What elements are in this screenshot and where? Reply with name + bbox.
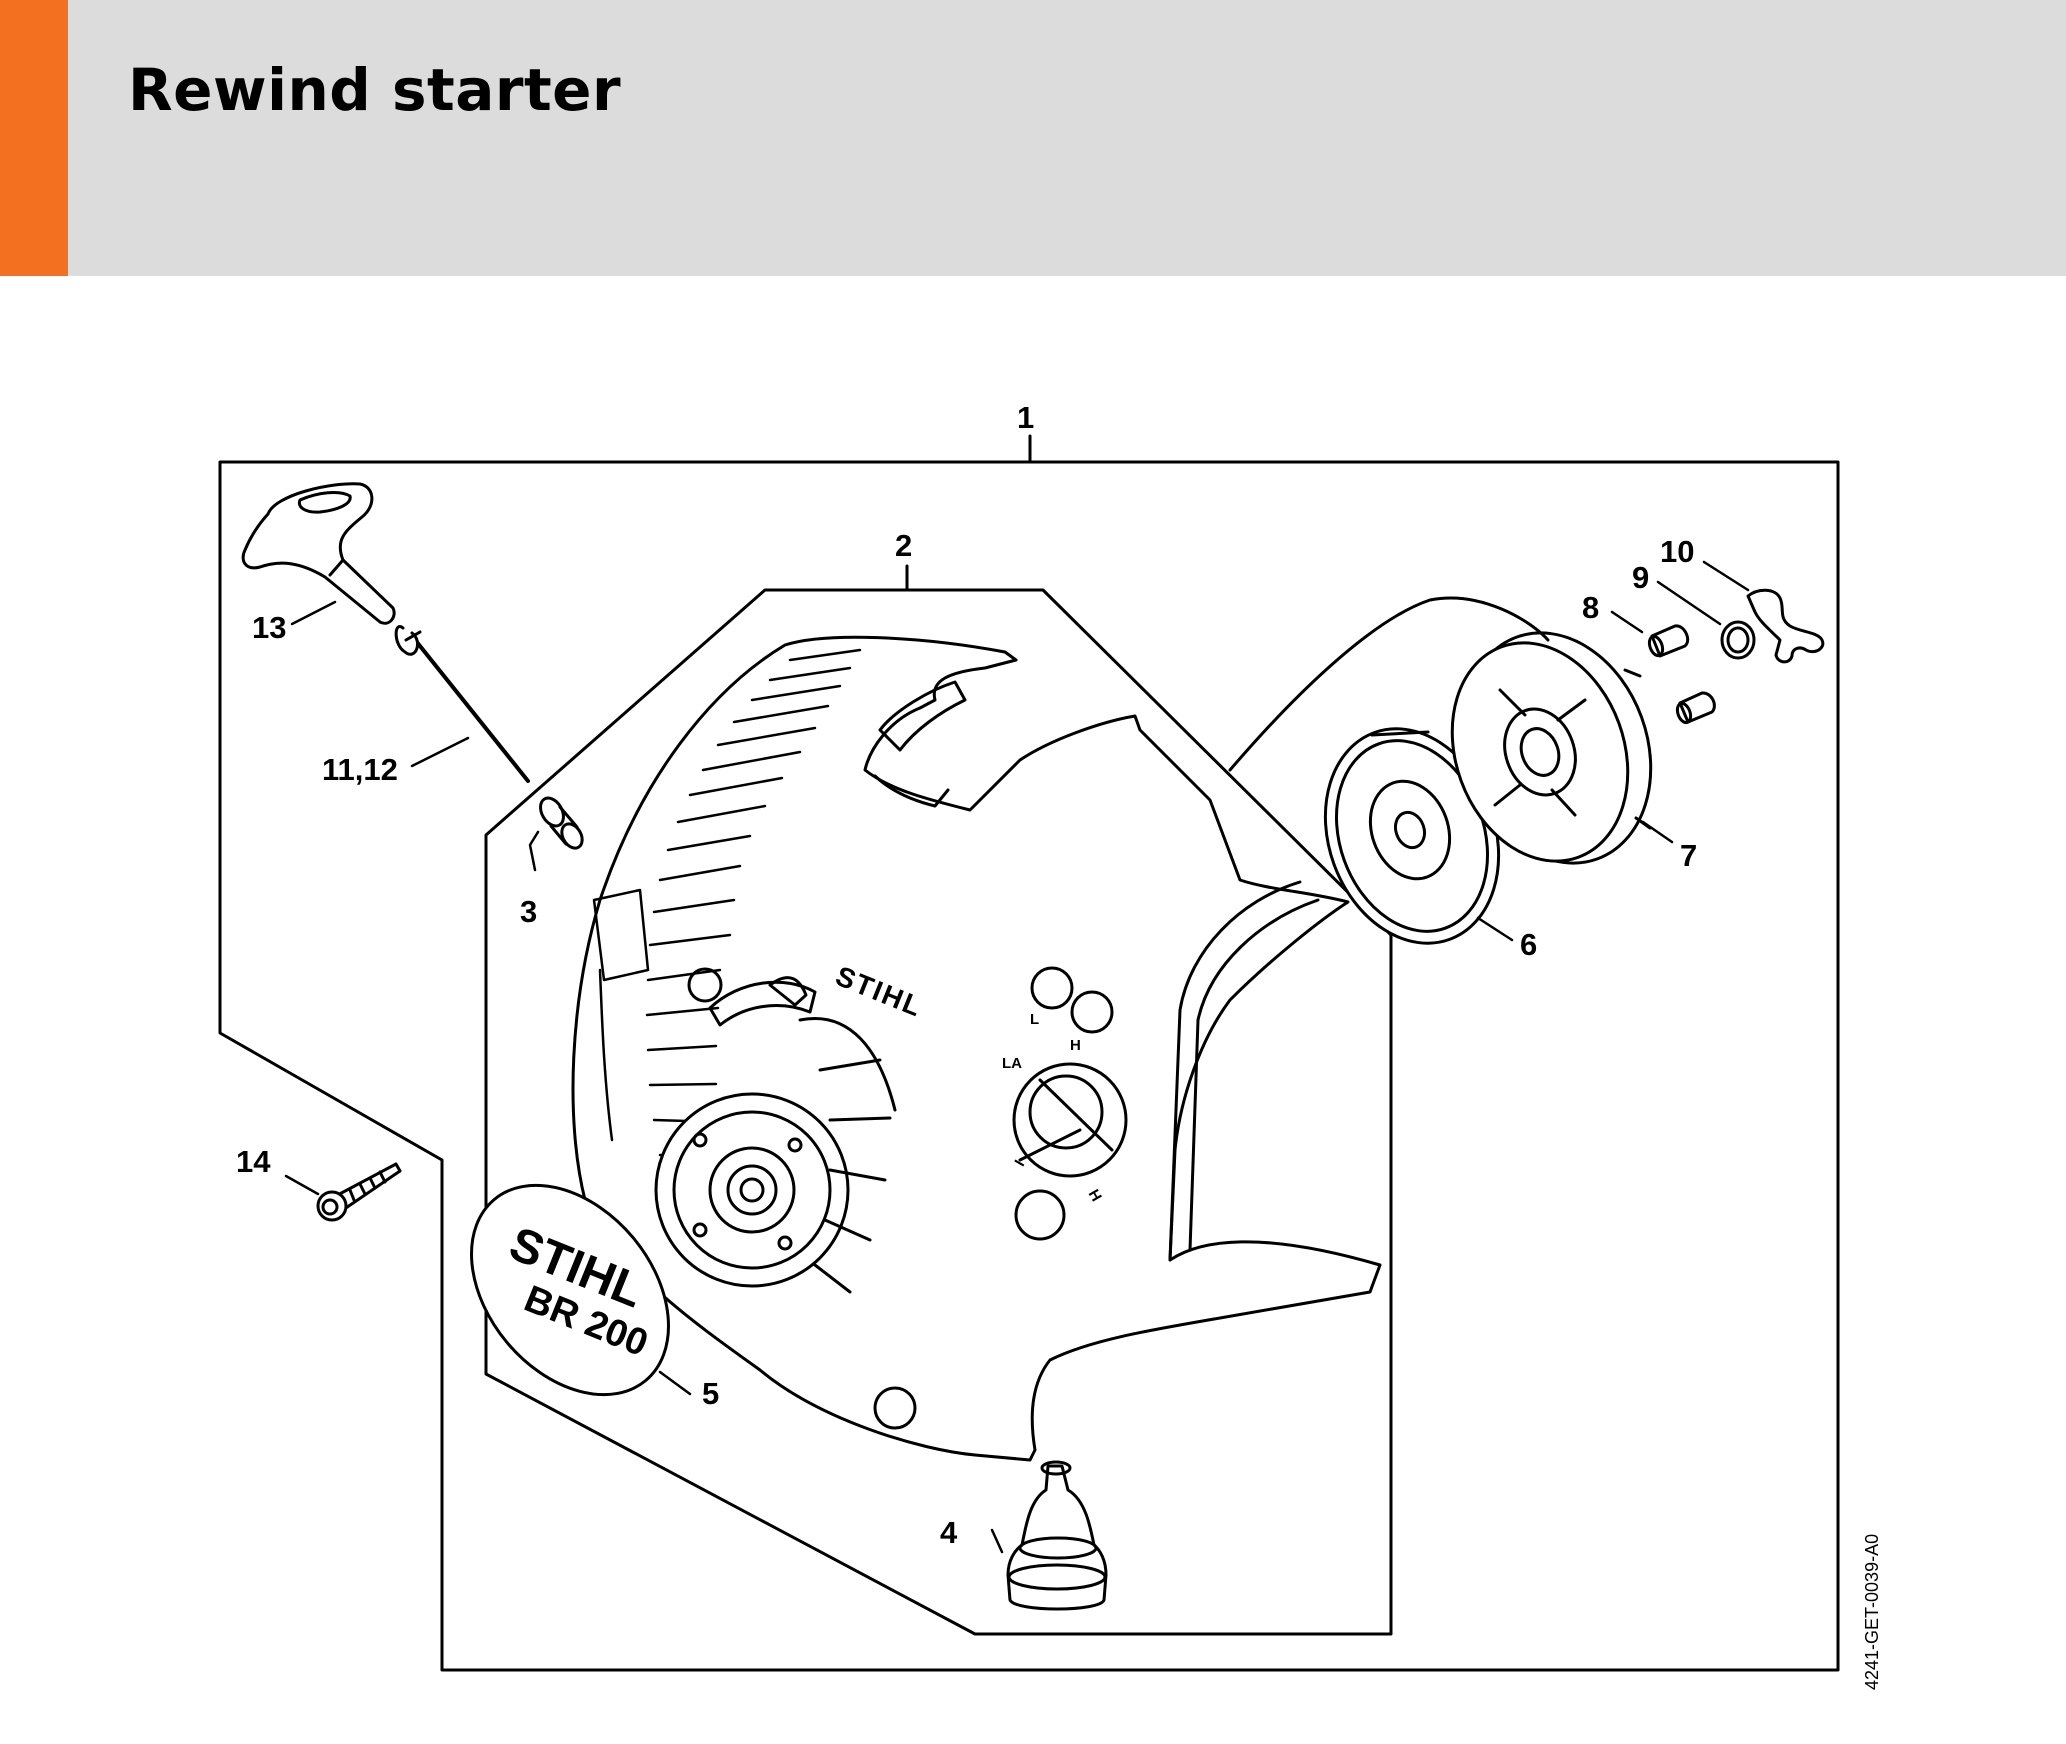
model-badge bbox=[470, 1183, 670, 1397]
header-bar bbox=[0, 0, 2066, 276]
rope-guide-bushing bbox=[539, 796, 584, 850]
part-label-4: 4 bbox=[940, 1515, 958, 1550]
grommet bbox=[1006, 1460, 1108, 1611]
fan-housing bbox=[571, 635, 1382, 1462]
part-label-11-12: 11,12 bbox=[322, 752, 398, 787]
knob-mark-L: L bbox=[1030, 1011, 1039, 1028]
knob-mark-LA: LA bbox=[1002, 1055, 1022, 1072]
part-label-8: 8 bbox=[1582, 590, 1599, 625]
housing-boundary bbox=[484, 564, 1393, 1636]
page-title: Rewind starter bbox=[128, 56, 622, 124]
leader-lines bbox=[284, 560, 1750, 1554]
part-label-10: 10 bbox=[1660, 534, 1694, 569]
washer bbox=[1720, 620, 1756, 660]
part-label-2: 2 bbox=[895, 528, 912, 563]
exploded-parts-diagram: STIHL STIHL BR 200 L H LA I H 1 2 3 4 5 … bbox=[218, 400, 1882, 1690]
starter-rope bbox=[394, 624, 530, 783]
part-label-7: 7 bbox=[1680, 838, 1697, 873]
part-label-1: 1 bbox=[1017, 400, 1034, 435]
part-label-5: 5 bbox=[702, 1376, 719, 1411]
pawls bbox=[1647, 624, 1716, 725]
starter-grip bbox=[241, 482, 396, 625]
assembly-bracket bbox=[218, 434, 1840, 1672]
knob-mark-H: H bbox=[1070, 1037, 1081, 1054]
rope-rotor bbox=[1228, 596, 1653, 865]
part-label-14: 14 bbox=[236, 1144, 271, 1179]
part-label-13: 13 bbox=[252, 610, 286, 645]
part-label-3: 3 bbox=[520, 894, 537, 929]
part-label-9: 9 bbox=[1632, 560, 1649, 595]
header-accent-stripe bbox=[0, 0, 68, 276]
spring-clip bbox=[1746, 588, 1825, 664]
part-label-6: 6 bbox=[1520, 927, 1537, 962]
reference-code: 4241-GET-0039-A0 bbox=[1862, 1534, 1882, 1690]
screw bbox=[316, 1162, 402, 1222]
